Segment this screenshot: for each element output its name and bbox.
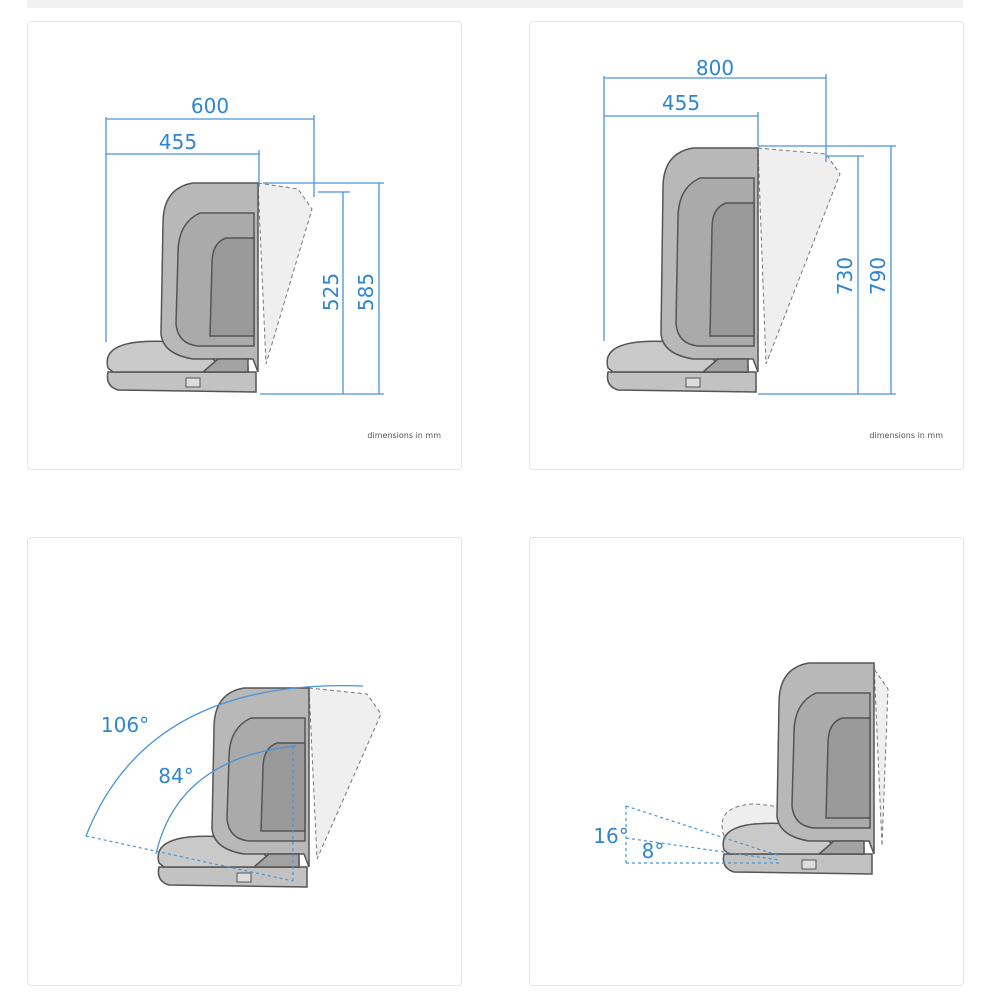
angle-min-label: 8° <box>642 839 665 863</box>
angle-max-label: 106° <box>101 713 149 737</box>
buckle-icon <box>236 872 252 883</box>
backrest-inner <box>709 202 755 337</box>
units-note: dimensions in mm <box>869 431 943 440</box>
isofix-stem <box>816 840 865 855</box>
height-max-label: 790 <box>866 257 890 295</box>
car-seat-illustration <box>721 662 889 875</box>
isofix-stem <box>200 358 249 373</box>
diagram-tilt: 16° 8° <box>593 662 889 875</box>
buckle-icon <box>185 377 201 388</box>
height-min-label: 730 <box>833 257 857 295</box>
width-max-label: 800 <box>696 56 734 80</box>
height-min-label: 525 <box>319 273 343 311</box>
angle-max-label: 16° <box>593 824 628 848</box>
backrest-inner <box>209 237 255 337</box>
panel-dimensions-upright: 600 455 525 585 dimensions in mm <box>27 21 462 470</box>
top-strip <box>27 0 963 8</box>
car-seat-illustration <box>606 147 841 393</box>
units-note: dimensions in mm <box>367 431 441 440</box>
panel-recline-angles: 106° 84° <box>27 537 462 986</box>
backrest-inner <box>825 717 871 819</box>
base-rail <box>722 853 873 875</box>
isofix-stem <box>700 358 749 373</box>
panel-dimensions-extended: 800 455 730 790 dimensions in mm <box>529 21 964 470</box>
ghost-backrest <box>873 662 889 847</box>
base-rail <box>157 866 308 888</box>
angle-min-label: 84° <box>158 764 193 788</box>
ghost-backrest <box>757 147 841 365</box>
diagram-upright: 600 455 525 585 dimensions in mm <box>105 94 441 440</box>
diagram-extended: 800 455 730 790 dimensions in mm <box>603 56 943 440</box>
base-rail <box>606 371 757 393</box>
height-max-label: 585 <box>354 273 378 311</box>
width-min-label: 455 <box>662 91 700 115</box>
car-seat-illustration <box>106 182 313 393</box>
ghost-backrest <box>257 182 313 365</box>
base-rail <box>106 371 257 393</box>
buckle-icon <box>801 859 817 870</box>
buckle-icon <box>685 377 701 388</box>
width-min-label: 455 <box>159 130 197 154</box>
backrest-inner <box>260 742 306 832</box>
panel-tilt-angles: 16° 8° <box>529 537 964 986</box>
ghost-backrest <box>308 687 382 860</box>
diagram-recline: 106° 84° <box>85 684 382 888</box>
width-max-label: 600 <box>191 94 229 118</box>
isofix-stem <box>251 853 300 868</box>
